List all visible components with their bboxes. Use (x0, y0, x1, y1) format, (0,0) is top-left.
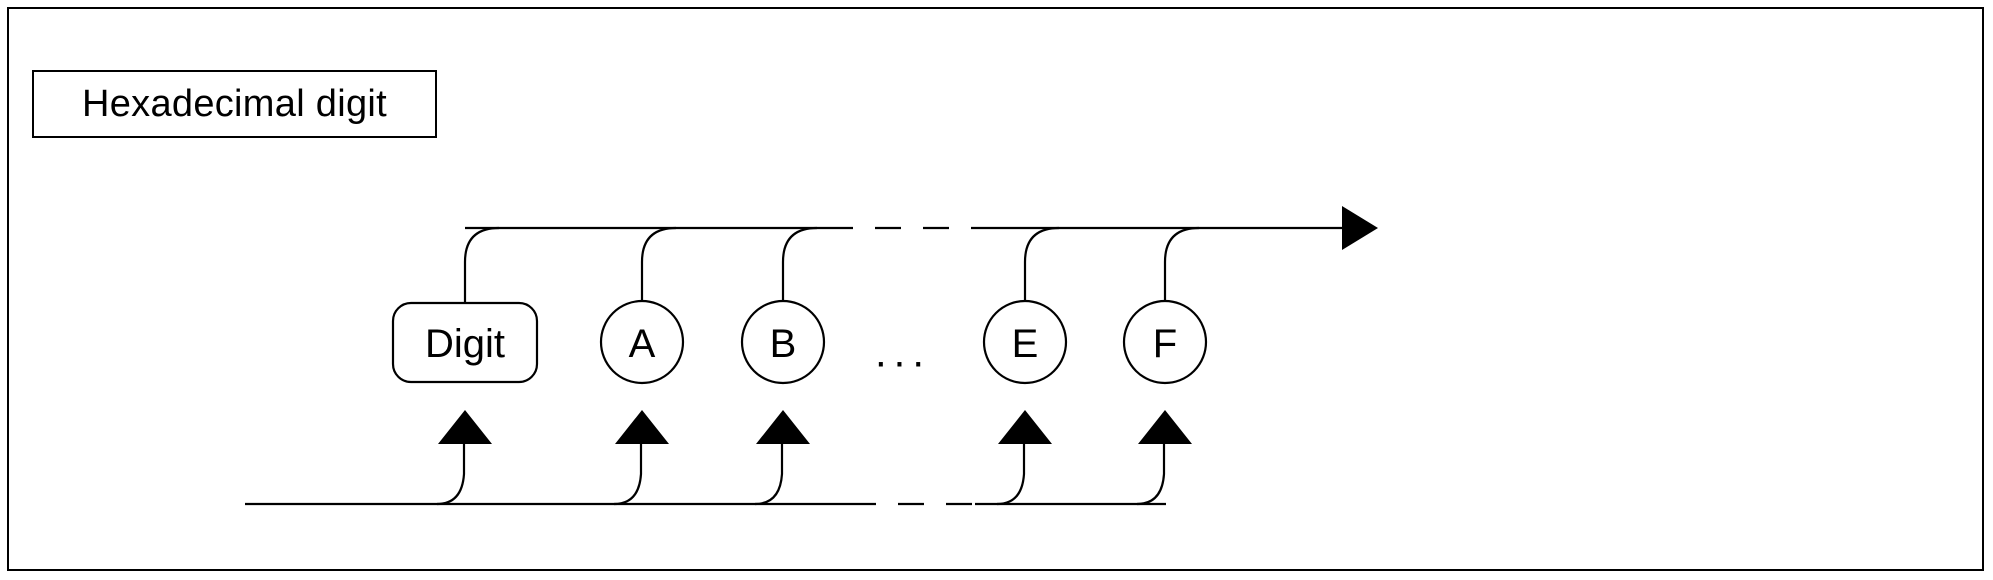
up-arrowhead-f-icon (1138, 410, 1192, 444)
bottom-branch-a (613, 444, 643, 506)
terminal-circle-f[interactable] (1122, 299, 1208, 385)
terminal-circle-a[interactable] (599, 299, 685, 385)
node-a[interactable]: A (599, 299, 685, 385)
up-arrowhead-b-icon (756, 410, 810, 444)
up-arrowhead-a-icon (615, 410, 669, 444)
title-box: Hexadecimal digit (32, 70, 437, 138)
terminal-circle-b[interactable] (740, 299, 826, 385)
bottom-branch-b (754, 444, 784, 506)
node-f[interactable]: F (1122, 299, 1208, 385)
node-e[interactable]: E (982, 299, 1068, 385)
digit-nonterminal-box[interactable] (391, 301, 539, 384)
node-label-b: B (770, 322, 797, 366)
terminal-circle-e[interactable] (982, 299, 1068, 385)
bottom-branch-f (1136, 444, 1166, 506)
up-arrowhead-digit-icon (438, 410, 492, 444)
node-digit[interactable]: Digit (391, 301, 539, 384)
node-b[interactable]: B (740, 299, 826, 385)
top-branch-a (640, 226, 677, 301)
bottom-branch-e (996, 444, 1026, 506)
top-branch-b (781, 226, 818, 301)
page-title: Hexadecimal digit (81, 82, 388, 125)
right-arrowhead-icon (1342, 206, 1378, 250)
node-label-digit: Digit (425, 322, 505, 366)
node-label-a: A (629, 322, 656, 366)
ellipsis-label: ... (875, 329, 931, 376)
bottom-branch-digit (436, 444, 466, 506)
up-arrowhead-e-icon (998, 410, 1052, 444)
top-branch-e (1023, 226, 1060, 301)
node-label-f: F (1153, 322, 1177, 366)
top-branch-f (1163, 226, 1200, 301)
top-branch-digit (463, 226, 500, 302)
node-label-e: E (1012, 322, 1039, 366)
